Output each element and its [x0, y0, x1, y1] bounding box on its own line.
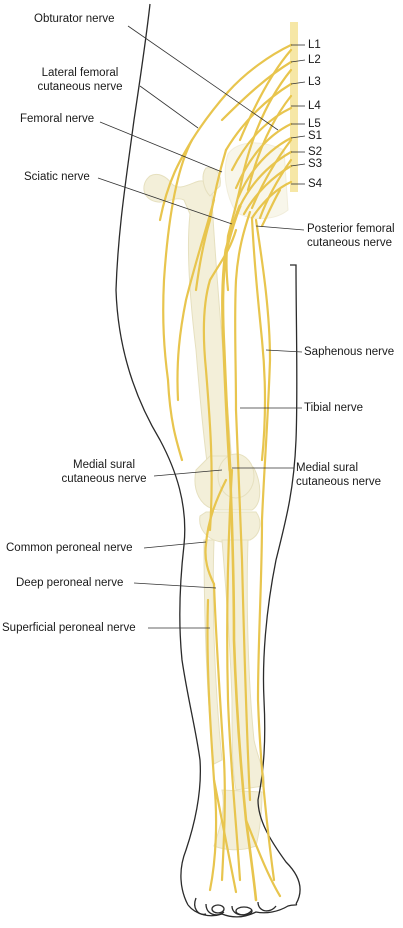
posterior-femoral-cutaneous: [250, 216, 267, 462]
label-femoral-nerve: Femoral nerve: [20, 113, 95, 125]
label-saphenous-nerve: Saphenous nerve: [304, 346, 395, 358]
level-s4: S4: [308, 178, 323, 190]
root-l5: [234, 122, 293, 190]
obturator-nerve: [225, 168, 246, 292]
leg-outline: [115, 3, 301, 918]
level-l2: L2: [308, 54, 321, 66]
level-l5: L5: [308, 118, 321, 130]
saphenous-nerve: [254, 218, 276, 882]
label-lateral-femoral-cutaneous-nerve: Lateral femoral cutaneous nerve: [24, 66, 136, 94]
level-s2: S2: [308, 146, 323, 158]
label-posterior-femoral-line2: cutaneous nerve: [307, 237, 393, 249]
root-s1: [236, 136, 293, 200]
root-l4: [230, 106, 293, 172]
leader-deep-peroneal: [133, 582, 217, 589]
label-deep-peroneal-nerve: Deep peroneal nerve: [16, 577, 124, 589]
superficial-peroneal-nerve: [206, 598, 218, 892]
tibial-nerve: [228, 468, 258, 902]
label-medial-sural-right-line1: Medial sural: [296, 462, 358, 474]
label-sciatic-nerve: Sciatic nerve: [24, 171, 90, 183]
label-medial-sural-left-line1: Medial sural: [73, 459, 135, 471]
label-medial-sural-right: Medial sural cutaneous nerve: [296, 461, 381, 489]
label-medial-sural-right-line2: cutaneous nerve: [296, 476, 382, 488]
nerves: [158, 43, 293, 902]
leader-posterior-femoral: [255, 225, 305, 231]
leader-femoral: [99, 121, 223, 173]
common-peroneal-nerve: [204, 478, 228, 586]
label-medial-sural-left-line2: cutaneous nerve: [61, 473, 147, 485]
label-posterior-femoral-line1: Posterior femoral: [307, 223, 395, 235]
deep-peroneal-nerve: [212, 582, 226, 882]
leader-lines: [97, 25, 306, 629]
medial-sural-cutaneous: [226, 468, 242, 882]
root-s4: [250, 180, 293, 220]
level-l1: L1: [308, 39, 321, 51]
root-l2: [220, 60, 293, 122]
root-l1: [226, 43, 293, 94]
root-s2: [238, 150, 293, 208]
label-common-peroneal-nerve: Common peroneal nerve: [6, 542, 133, 554]
lateral-femoral-cutaneous: [162, 90, 230, 382]
leader-sciatic: [97, 177, 233, 225]
spinal-cord: [290, 22, 298, 192]
leader-common-peroneal: [143, 541, 207, 549]
patella: [217, 453, 255, 499]
level-s1: S1: [308, 130, 323, 142]
level-s3: S3: [308, 158, 323, 170]
label-superficial-peroneal-nerve: Superficial peroneal nerve: [2, 622, 136, 634]
level-l3: L3: [308, 76, 321, 88]
label-posterior-femoral-cutaneous-nerve: Posterior femoral cutaneous nerve: [307, 222, 395, 250]
label-tibial-nerve: Tibial nerve: [304, 402, 364, 414]
leader-saphenous: [265, 349, 303, 353]
label-obturator-nerve: Obturator nerve: [34, 13, 115, 25]
label-lateral-femoral-line1: Lateral femoral: [41, 67, 119, 79]
leader-lateral-femoral: [139, 85, 199, 129]
sciatic-nerve: [221, 204, 242, 472]
label-lateral-femoral-line2: cutaneous nerve: [37, 81, 123, 93]
leader-medial-sural-left: [153, 469, 223, 477]
level-l4: L4: [308, 100, 321, 112]
label-medial-sural-left: Medial sural cutaneous nerve: [50, 458, 158, 486]
femur: [143, 173, 233, 471]
root-l3: [224, 82, 293, 152]
leader-obturator: [127, 25, 279, 131]
femoral-nerve: [194, 148, 228, 292]
